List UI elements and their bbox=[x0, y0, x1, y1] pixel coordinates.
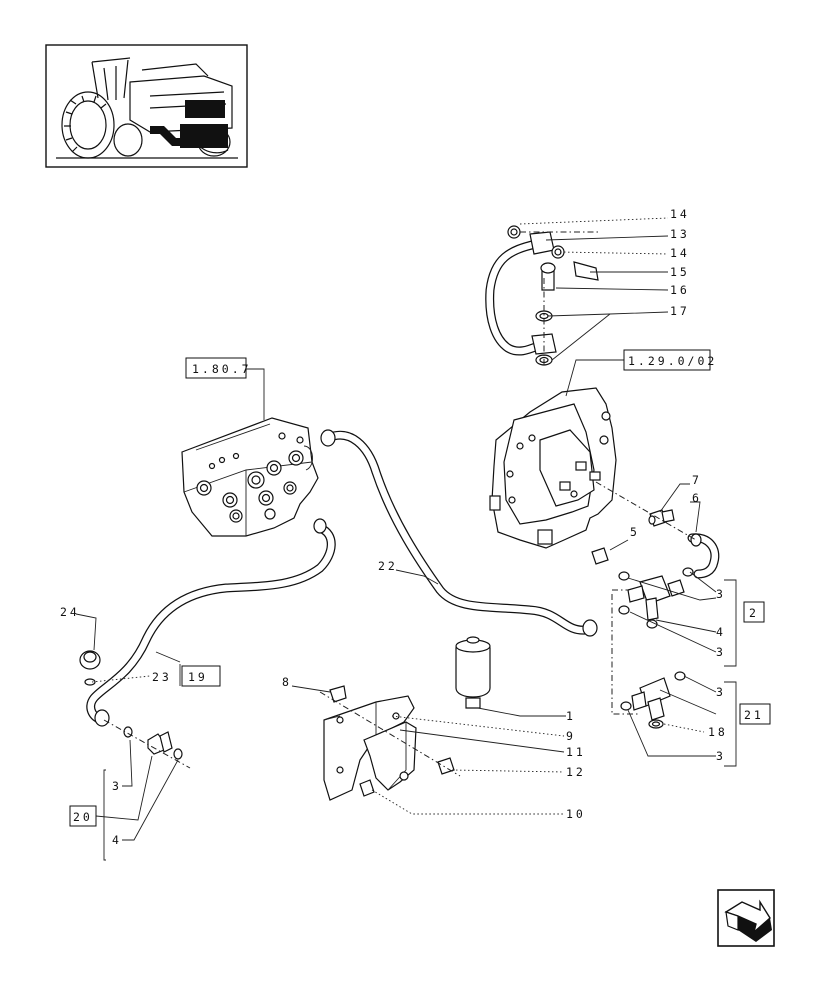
pipe-18 bbox=[320, 429, 598, 637]
union-fitting-7 bbox=[648, 509, 675, 527]
svg-text:2: 2 bbox=[749, 606, 759, 620]
next-page-arrow-icon[interactable] bbox=[717, 889, 775, 947]
group-brackets bbox=[103, 579, 737, 861]
pipe-17 bbox=[485, 231, 557, 356]
svg-text:19: 19 bbox=[188, 670, 208, 684]
callout-22: 18 bbox=[708, 725, 728, 739]
group-box-19[interactable]: 19 bbox=[181, 665, 221, 687]
callout-12: 12 bbox=[566, 765, 586, 779]
plug-5 bbox=[591, 547, 609, 565]
callout-7: 7 bbox=[692, 473, 702, 487]
accumulator-1 bbox=[455, 636, 491, 709]
svg-text:1.29.0/02: 1.29.0/02 bbox=[628, 354, 717, 368]
callout-13: 13 bbox=[670, 227, 690, 241]
callout-3-d: 3 bbox=[716, 749, 726, 763]
group-box-2[interactable]: 2 bbox=[743, 601, 765, 623]
callout-11: 11 bbox=[566, 745, 586, 759]
assembly-lines bbox=[103, 231, 697, 777]
ref-box-1-29-0-02[interactable]: 1.29.0/02 bbox=[623, 349, 717, 371]
callout-17: 17 bbox=[670, 304, 690, 318]
callout-3-e: 3 bbox=[112, 779, 122, 793]
callout-5: 5 bbox=[630, 525, 640, 539]
leader-lines bbox=[75, 217, 717, 841]
callout-3-c: 3 bbox=[716, 685, 726, 699]
callout-1: 1 bbox=[566, 709, 576, 723]
callout-16: 16 bbox=[670, 283, 690, 297]
bracket-assembly bbox=[323, 685, 455, 801]
callout-3-a: 3 bbox=[716, 587, 726, 601]
pipe-6 bbox=[687, 533, 720, 579]
callouts: 14 13 14 15 16 17 7 6 5 3 4 3 3 18 3 22 … bbox=[60, 207, 728, 847]
group-box-21[interactable]: 21 bbox=[739, 703, 771, 725]
svg-text:1.80.7: 1.80.7 bbox=[192, 362, 252, 376]
ref-box-1-80-7[interactable]: 1.80.7 bbox=[185, 357, 252, 379]
group-box-20[interactable]: 20 bbox=[69, 805, 97, 827]
valve-block bbox=[181, 417, 319, 537]
svg-text:20: 20 bbox=[73, 810, 93, 824]
callout-14b: 14 bbox=[670, 246, 690, 260]
callout-3-b: 3 bbox=[716, 645, 726, 659]
left-fittings bbox=[79, 650, 183, 760]
callout-9: 9 bbox=[566, 729, 576, 743]
callout-4-a: 4 bbox=[716, 625, 726, 639]
tee-fitting-2 bbox=[618, 567, 694, 629]
tractor-thumbnail-icon bbox=[45, 44, 248, 168]
callout-14a: 14 bbox=[670, 207, 690, 221]
tee-fitting-21 bbox=[620, 671, 686, 729]
callout-10: 10 bbox=[566, 807, 586, 821]
svg-text:21: 21 bbox=[744, 708, 764, 722]
callout-23: 23 bbox=[152, 670, 172, 684]
callout-24: 24 bbox=[60, 605, 80, 619]
callout-15: 15 bbox=[670, 265, 690, 279]
gearbox-housing bbox=[489, 387, 617, 549]
callout-18: 22 bbox=[378, 559, 398, 573]
callout-4-b: 4 bbox=[112, 833, 122, 847]
pipe-23 bbox=[86, 518, 336, 727]
callout-6: 6 bbox=[692, 491, 702, 505]
callout-8: 8 bbox=[282, 675, 292, 689]
